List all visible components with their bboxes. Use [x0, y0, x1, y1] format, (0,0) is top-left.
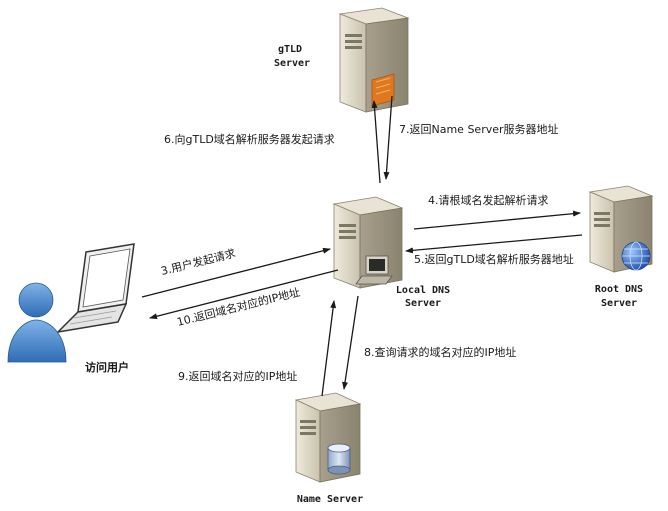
gtld-label-line1: gTLD	[278, 44, 302, 55]
root-dns-server-icon	[588, 185, 654, 273]
step6-label: 6.向gTLD域名解析服务器发起请求	[164, 132, 335, 146]
arrow-step8	[342, 295, 359, 390]
name-server-icon	[294, 392, 362, 483]
root-dns-label-line1: Root DNS	[595, 284, 643, 295]
arrow-step7	[383, 95, 393, 180]
gtld-label-line2: Server	[274, 58, 310, 69]
arrow-step5	[405, 234, 583, 254]
local-dns-label-line2: Server	[405, 298, 441, 309]
root-dns-label-line2: Server	[601, 298, 637, 309]
user-label: 访问用户	[85, 360, 129, 374]
gtld-server-icon	[338, 7, 410, 113]
step7-label: 7.返回Name Server服务器地址	[399, 122, 559, 136]
local-dns-label-line1: Local DNS	[396, 285, 450, 296]
step5-label: 5.返回gTLD域名解析服务器地址	[414, 252, 574, 266]
local-dns-server-icon	[332, 196, 404, 289]
step9-label: 9.返回域名对应的IP地址	[178, 369, 297, 383]
arrow-step3	[141, 247, 331, 298]
step3-label: 3.用户发起请求	[159, 246, 237, 278]
step8-label: 8.查询请求的域名对应的IP地址	[364, 345, 516, 359]
arrow-step6	[371, 100, 381, 184]
laptop-icon	[55, 243, 135, 334]
arrow-step9	[321, 300, 337, 397]
user-icon	[7, 282, 67, 363]
arrow-step10	[149, 269, 339, 320]
name-server-label: Name Server	[297, 494, 363, 505]
arrow-step4	[413, 210, 581, 230]
step4-label: 4.请根域名发起解析请求	[428, 193, 549, 207]
